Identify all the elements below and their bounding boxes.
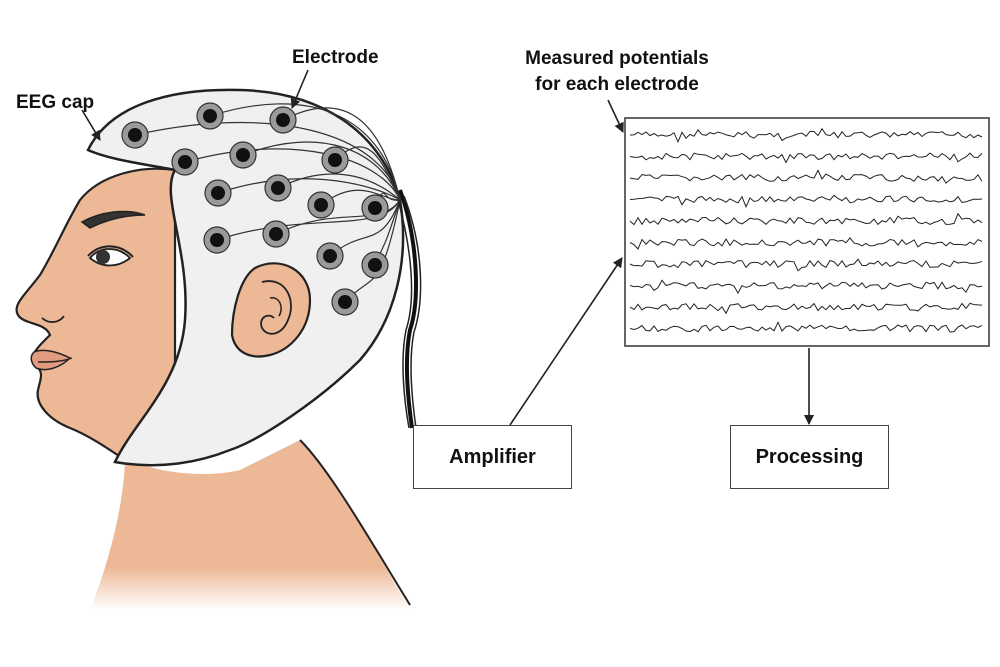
eyebrow [80, 210, 146, 229]
eeg-trace [629, 127, 983, 144]
face [15, 167, 177, 462]
electrode-label: Electrode [292, 47, 379, 68]
electrode-wire [277, 173, 401, 201]
eye-iris [96, 250, 110, 264]
electrode-wire [242, 141, 401, 201]
electrode [121, 121, 149, 149]
ear [230, 262, 312, 358]
eeg-trace [629, 302, 983, 315]
measured-potentials-label: Measured potentials for each electrode [512, 46, 722, 98]
electrode [321, 146, 349, 174]
eeg-trace [629, 258, 983, 272]
processing-box: Processing [730, 425, 889, 489]
eeg-trace [629, 169, 983, 184]
electrode [196, 102, 224, 130]
eeg-trace [629, 194, 983, 209]
electrode [203, 226, 231, 254]
eeg-trace [629, 237, 983, 250]
amplifier-box: Amplifier [413, 425, 572, 489]
amplifier-to-signals-arrow [509, 257, 623, 426]
eeg-cap-label: EEG cap [16, 92, 95, 113]
measured-arrow [607, 99, 624, 133]
cable-bundle [398, 189, 418, 429]
neck-shoulders [90, 440, 410, 610]
eeg-trace [629, 279, 983, 295]
neck-outline [299, 439, 411, 606]
electrode [269, 106, 297, 134]
electrode-wire [275, 199, 401, 235]
eeg-cap-arrow [81, 109, 101, 141]
amplifier-label: Amplifier [449, 445, 536, 468]
measured-line-2: for each electrode [535, 74, 699, 95]
eeg-traces [629, 127, 983, 333]
electrode [361, 251, 389, 279]
electrodes [121, 102, 389, 316]
electrode [204, 179, 232, 207]
signal-panel [624, 117, 990, 347]
electrode [361, 194, 389, 222]
electrode-wire [134, 121, 401, 201]
electrode [316, 242, 344, 270]
processing-label: Processing [755, 445, 864, 468]
electrode [331, 288, 359, 316]
nose [41, 315, 65, 323]
eeg-trace [629, 212, 983, 226]
electrode [307, 191, 335, 219]
electrode [262, 220, 290, 248]
electrode [171, 148, 199, 176]
electrode [264, 174, 292, 202]
lips [30, 349, 72, 371]
electrode-wire [216, 199, 401, 241]
electrode-wire [209, 103, 401, 201]
electrode [229, 141, 257, 169]
electrode-wire [217, 178, 401, 201]
electrode-wire [282, 107, 401, 201]
eeg-trace [629, 321, 983, 333]
electrode-arrow [290, 69, 309, 109]
eeg-trace [629, 152, 983, 164]
measured-line-1: Measured potentials [525, 48, 709, 69]
